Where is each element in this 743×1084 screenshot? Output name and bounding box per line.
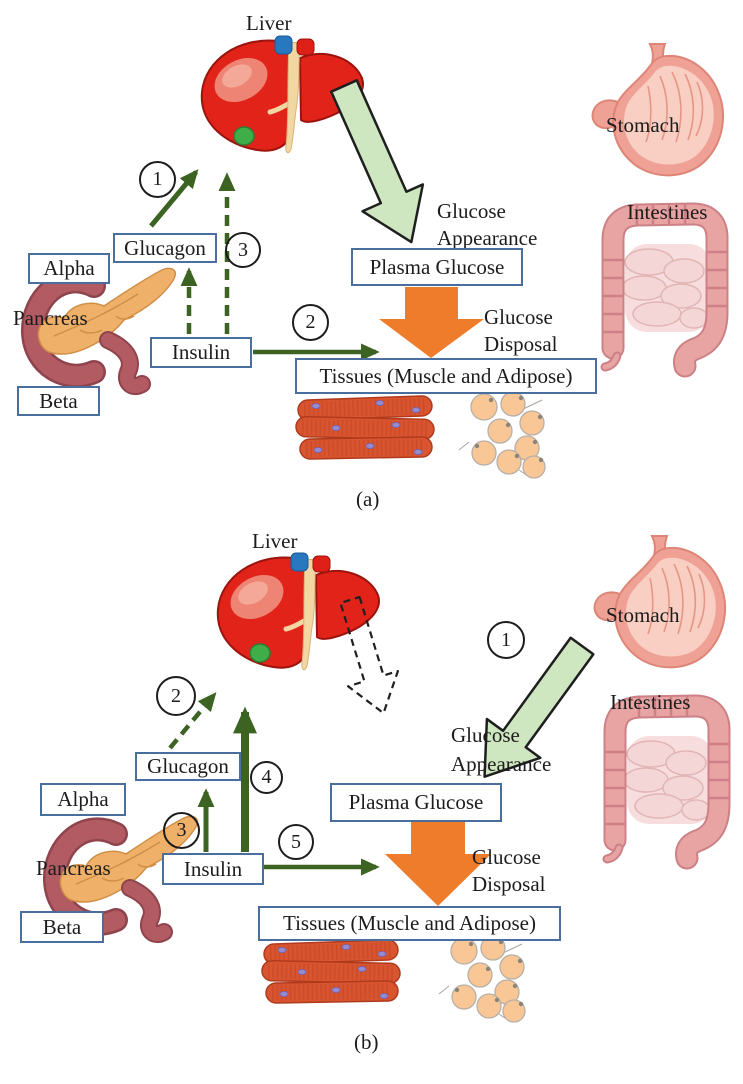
stomach-label-b: Stomach	[606, 603, 680, 627]
intestines-label-b: Intestines	[610, 690, 691, 714]
step-circle-4-b: 4	[250, 761, 283, 794]
glucagon-to-liver-dashed-arrow-b	[168, 692, 217, 750]
pancreas-label-b: Pancreas	[36, 856, 111, 880]
stomach-label-a: Stomach	[606, 113, 680, 137]
intestines-label-a: Intestines	[627, 200, 708, 224]
glucose-appearance-arrow-a	[329, 79, 425, 244]
glucagon-box-a: Glucagon	[113, 233, 217, 263]
step-circle-2-b: 2	[156, 676, 196, 716]
alpha-box-b: Alpha	[40, 783, 126, 816]
plasma-glucose-box-a: Plasma Glucose	[351, 248, 523, 286]
glucose-disposal-arrow-a	[379, 287, 484, 358]
beta-box-a: Beta	[17, 386, 100, 416]
glucagon-to-liver-arrow-a	[149, 169, 199, 228]
step-circle-1-b: 1	[487, 621, 525, 659]
beta-box-b: Beta	[20, 911, 104, 943]
muscle-illustration-b	[262, 940, 400, 1003]
adipose-illustration-a	[458, 391, 546, 479]
tissues-box-a: Tissues (Muscle and Adipose)	[295, 358, 597, 394]
adipose-illustration-b	[438, 935, 526, 1023]
intestines-illustration-b	[605, 696, 729, 859]
step-circle-5-b: 5	[278, 824, 314, 860]
intestines-illustration-a	[603, 204, 727, 367]
glucose-disposal-arrow-b	[385, 822, 491, 906]
muscle-illustration-a	[296, 396, 434, 459]
insulin-box-a: Insulin	[150, 337, 252, 368]
panel-caption-a: (a)	[356, 487, 380, 511]
glucose-appearance-arrow-b	[483, 636, 595, 778]
step-circle-3-b: 3	[163, 812, 200, 849]
step-circle-1-a: 1	[139, 161, 176, 198]
insulin-box-b: Insulin	[162, 853, 264, 885]
step-circle-3-a: 3	[225, 232, 261, 268]
plasma-glucose-box-b: Plasma Glucose	[330, 783, 502, 822]
liver-label-a: Liver	[246, 11, 292, 35]
stomach-illustration-a	[591, 43, 725, 177]
liver-label-b: Liver	[252, 529, 298, 553]
panel-caption-b: (b)	[354, 1030, 379, 1054]
step-circle-2-a: 2	[292, 304, 329, 341]
alpha-box-a: Alpha	[28, 253, 110, 284]
liver-output-suppressed-dashed-arrow-b	[339, 595, 399, 715]
tissues-box-b: Tissues (Muscle and Adipose)	[258, 906, 561, 941]
pancreas-label-a: Pancreas	[13, 306, 88, 330]
glucagon-box-b: Glucagon	[135, 752, 241, 781]
